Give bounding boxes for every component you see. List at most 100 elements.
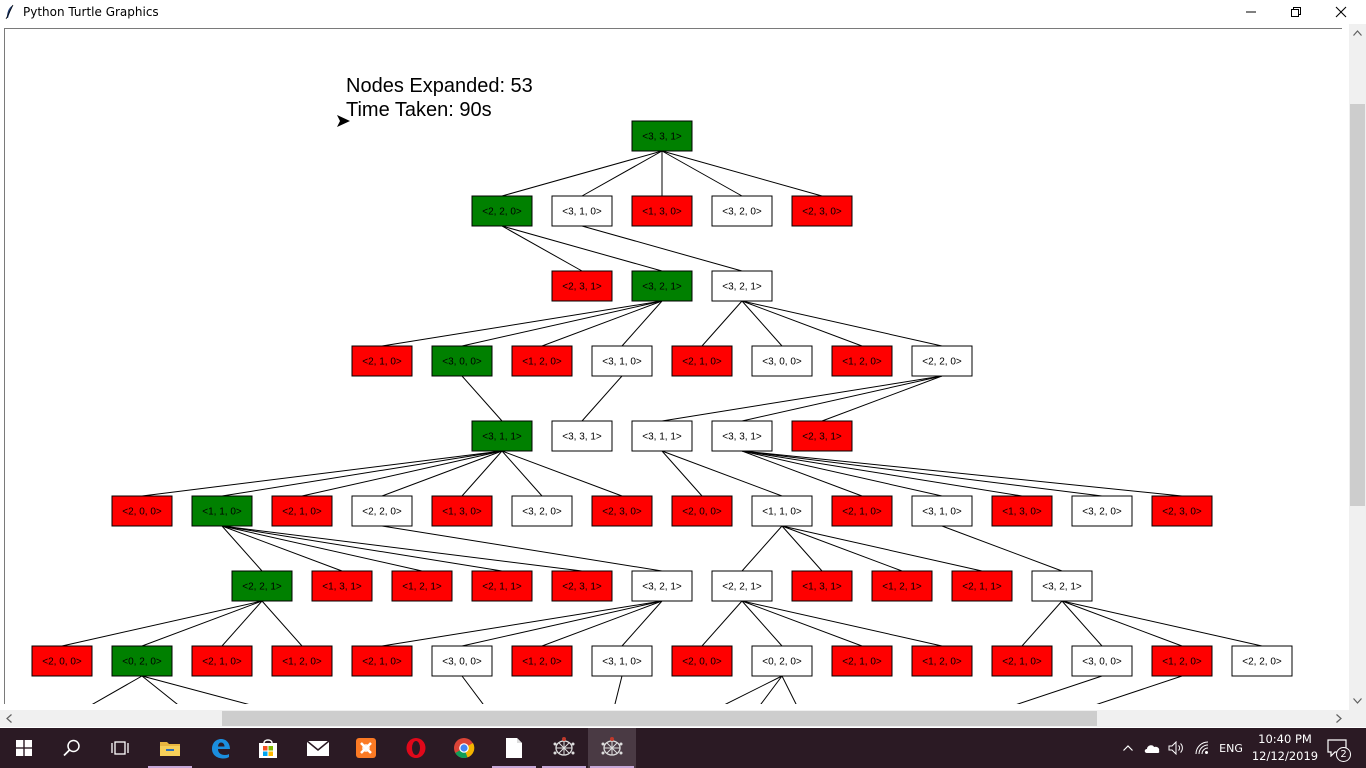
time-taken-text: Time Taken: 90s xyxy=(346,99,492,121)
tree-node-label: <2, 1, 0> xyxy=(202,657,242,668)
horizontal-scrollbar-thumb[interactable] xyxy=(222,711,1097,726)
search-button[interactable] xyxy=(48,728,96,768)
restore-button[interactable] xyxy=(1273,0,1319,24)
scroll-right-button[interactable] xyxy=(1330,710,1347,727)
tree-node-label: <2, 3, 1> xyxy=(802,432,842,443)
tree-node-invalid: <2, 1, 0> xyxy=(831,645,893,677)
tree-node-unexpanded: <3, 2, 1> xyxy=(711,270,773,302)
tree-edge xyxy=(661,450,783,497)
turtle-icon xyxy=(601,737,623,756)
minimize-button[interactable] xyxy=(1228,0,1274,24)
tree-node-label: <3, 0, 0> xyxy=(442,657,482,668)
close-button[interactable] xyxy=(1318,0,1364,24)
tree-edge xyxy=(941,525,1063,572)
scroll-up-button[interactable] xyxy=(1349,24,1366,41)
tree-node-box xyxy=(831,645,893,677)
tree-node-invalid: <1, 2, 0> xyxy=(511,345,573,377)
scroll-left-button[interactable] xyxy=(0,710,17,727)
scroll-down-button[interactable] xyxy=(1349,692,1366,709)
tree-edge xyxy=(741,375,943,422)
tree-node-invalid: <2, 1, 0> xyxy=(351,345,413,377)
tree-node-label: <3, 2, 1> xyxy=(642,282,682,293)
chrome-icon xyxy=(454,738,475,759)
notification-icon xyxy=(1327,739,1347,757)
onedrive-button[interactable] xyxy=(1140,728,1164,768)
file-explorer-app[interactable] xyxy=(146,728,194,768)
tree-node-invalid: <1, 2, 0> xyxy=(1151,645,1213,677)
tree-nodes: <3, 3, 1> <2, 2, 0> <3, 1, 0> <1, 3, 0> <3, … xyxy=(31,120,1293,677)
python-turtle-app-2[interactable] xyxy=(588,728,636,768)
vertical-scrollbar-thumb[interactable] xyxy=(1350,104,1365,506)
clock-date[interactable]: 12/12/2019 xyxy=(1251,749,1319,763)
tree-node-label: <1, 2, 0> xyxy=(922,657,962,668)
tree-node-unexpanded: <3, 2, 0> xyxy=(511,495,573,527)
store-app[interactable] xyxy=(244,728,292,768)
minimize-icon xyxy=(1246,11,1256,13)
tree-edge-continuation xyxy=(91,675,143,704)
tree-edges xyxy=(61,150,1263,704)
tree-edge xyxy=(501,450,543,497)
tree-node-box xyxy=(951,570,1013,602)
tree-node-label: <3, 1, 1> xyxy=(642,432,682,443)
tree-edge xyxy=(661,375,943,422)
tree-edge xyxy=(741,450,943,497)
tree-node-label: <2, 1, 0> xyxy=(362,657,402,668)
tree-node-invalid: <1, 3, 0> xyxy=(431,495,493,527)
tree-node-label: <1, 2, 1> xyxy=(402,582,442,593)
running-indicator xyxy=(542,766,586,768)
tree-node-label: <2, 1, 0> xyxy=(842,657,882,668)
document-app[interactable] xyxy=(490,728,538,768)
mail-app[interactable] xyxy=(294,728,342,768)
task-view-button[interactable] xyxy=(96,728,144,768)
tree-node-box xyxy=(991,495,1053,527)
turtle-icon xyxy=(553,737,575,756)
tree-node-label: <1, 3, 0> xyxy=(1002,507,1042,518)
tree-node-label: <3, 3, 1> xyxy=(642,132,682,143)
language-indicator[interactable]: ENG xyxy=(1219,741,1243,755)
title-bar[interactable]: Python Turtle Graphics xyxy=(0,0,1366,24)
window-title: Python Turtle Graphics xyxy=(23,5,159,19)
xampp-app[interactable] xyxy=(342,728,390,768)
chrome-app[interactable] xyxy=(440,728,488,768)
tree-node-label: <3, 1, 0> xyxy=(562,207,602,218)
show-hidden-icons-button[interactable] xyxy=(1118,728,1138,768)
volume-button[interactable] xyxy=(1166,728,1188,768)
tree-node-label: <2, 1, 0> xyxy=(682,357,722,368)
tree-node-label: <2, 1, 0> xyxy=(362,357,402,368)
tree-node-label: <3, 0, 0> xyxy=(1082,657,1122,668)
start-button[interactable] xyxy=(0,728,48,768)
tree-node-expanded: <2, 2, 0> xyxy=(471,195,533,227)
tree-node-box xyxy=(911,645,973,677)
tree-node-label: <2, 2, 0> xyxy=(362,507,402,518)
action-center-button[interactable]: 2 xyxy=(1320,728,1354,768)
tree-edge xyxy=(301,450,503,497)
opera-app[interactable] xyxy=(392,728,440,768)
python-turtle-app-1[interactable] xyxy=(540,728,588,768)
tree-node-invalid: <2, 1, 0> xyxy=(271,495,333,527)
tree-node-label: <3, 1, 0> xyxy=(602,357,642,368)
tree-node-expanded: <3, 3, 1> xyxy=(631,120,693,152)
tree-node-label: <1, 1, 0> xyxy=(202,507,242,518)
edge-app[interactable] xyxy=(196,728,244,768)
tree-node-label: <3, 2, 0> xyxy=(722,207,762,218)
turtle-canvas[interactable]: <3, 3, 1> <2, 2, 0> <3, 1, 0> <1, 3, 0> <3, … xyxy=(4,28,1342,704)
store-icon xyxy=(259,739,277,758)
tree-node-label: <1, 2, 0> xyxy=(1162,657,1202,668)
tree-node-label: <0, 2, 0> xyxy=(122,657,162,668)
tree-node-label: <3, 2, 1> xyxy=(642,582,682,593)
network-button[interactable] xyxy=(1190,728,1214,768)
tree-node-invalid: <2, 1, 0> xyxy=(671,345,733,377)
tree-node-invalid: <2, 1, 0> xyxy=(831,495,893,527)
clock-time[interactable]: 10:40 PM xyxy=(1258,732,1312,746)
tree-node-invalid: <1, 2, 1> xyxy=(871,570,933,602)
tree-edge xyxy=(741,450,1023,497)
tree-edge xyxy=(781,525,823,572)
tree-node-box xyxy=(791,570,853,602)
tree-node-box xyxy=(711,195,773,227)
tree-node-label: <3, 1, 0> xyxy=(922,507,962,518)
tree-node-box xyxy=(591,645,653,677)
tree-node-box xyxy=(751,645,813,677)
tree-node-box xyxy=(711,270,773,302)
windows-logo-icon xyxy=(16,740,32,756)
tree-node-label: <3, 1, 1> xyxy=(482,432,522,443)
